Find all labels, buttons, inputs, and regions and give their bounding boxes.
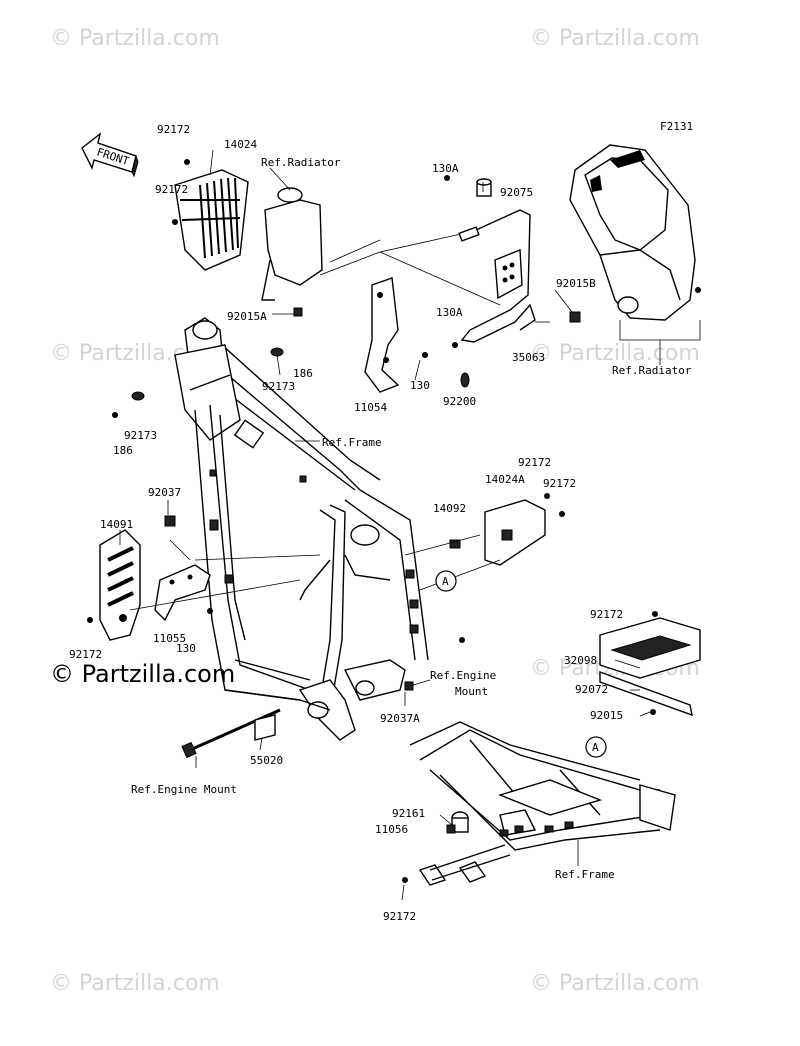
side-cover-14024A	[404, 499, 546, 591]
label-92037A: 92037A	[380, 712, 420, 725]
label-92015: 92015	[590, 709, 623, 722]
label-92172: 92172	[383, 910, 416, 923]
callout-a: A A	[435, 570, 607, 758]
label-92200: 92200	[443, 395, 476, 408]
label-ref-engine-mount: Mount	[455, 685, 488, 698]
label-186: 186	[293, 367, 313, 380]
label-ref-frame: Ref.Frame	[322, 436, 382, 449]
radiator-shroud-right	[569, 144, 701, 365]
label-92015B: 92015B	[556, 277, 596, 290]
watermark: © Partzilla.com	[530, 341, 700, 366]
main-frame	[174, 317, 429, 741]
label-92172: 92172	[543, 477, 576, 490]
label-leaders	[119, 149, 651, 901]
callout-letter: A	[442, 575, 449, 588]
label-14024: 14024	[224, 138, 257, 151]
watermark: © Partzilla.com	[50, 971, 220, 996]
side-cover-14091	[99, 529, 141, 641]
part-labels: 92172 14024 Ref.Radiator 92172 92015A 13…	[69, 123, 692, 923]
label-55020: 55020	[250, 754, 283, 767]
label-130A: 130A	[436, 306, 463, 319]
label-92072: 92072	[575, 683, 608, 696]
bracket-11054	[364, 277, 400, 393]
label-92037: 92037	[148, 486, 181, 499]
label-ref-frame: Ref.Frame	[555, 868, 615, 881]
engine-mount-bolt	[181, 681, 414, 759]
callout-letter: A	[592, 741, 599, 754]
label-92173: 92173	[124, 429, 157, 442]
label-35063: 35063	[512, 351, 545, 364]
bracket-11055	[129, 515, 321, 622]
label-11054: 11054	[354, 401, 387, 414]
label-92161: 92161	[392, 807, 425, 820]
label-11056: 11056	[375, 823, 408, 836]
label-ref-engine-mount: Ref.Engine	[430, 669, 496, 682]
watermark: © Partzilla.com	[50, 26, 220, 51]
label-130: 130	[176, 642, 196, 655]
subframe	[409, 721, 676, 886]
leader-lines	[319, 231, 501, 306]
label-92015A: 92015A	[227, 310, 267, 323]
label-11055: 11055	[153, 632, 186, 645]
radiator-reference	[261, 187, 323, 317]
watermark: © Partzilla.com	[530, 971, 700, 996]
label-92172: 92172	[157, 123, 190, 136]
label-14092: 14092	[433, 502, 466, 515]
label-130: 130	[410, 379, 430, 392]
front-arrow-icon: FRONT	[81, 132, 139, 178]
label-ref-engine-mount: Ref.Engine Mount	[131, 783, 237, 796]
label-32098: 32098	[564, 654, 597, 667]
label-14024A: 14024A	[485, 473, 525, 486]
label-92173: 92173	[262, 380, 295, 393]
label-ref-radiator: Ref.Radiator	[261, 156, 341, 169]
diagram-code: F2131	[660, 120, 693, 133]
label-92172: 92172	[155, 183, 188, 196]
label-92172: 92172	[518, 456, 551, 469]
label-92172: 92172	[69, 648, 102, 661]
watermark: © Partzilla.com	[530, 26, 700, 51]
bracket-35063	[458, 178, 536, 388]
label-92075: 92075	[500, 186, 533, 199]
label-186: 186	[113, 444, 133, 457]
label-14091: 14091	[100, 518, 133, 531]
watermark-dark: © Partzilla.com	[50, 660, 235, 688]
label-ref-radiator: Ref.Radiator	[612, 364, 692, 377]
radiator-shroud-left-14024	[174, 169, 249, 271]
label-130A: 130A	[432, 162, 459, 175]
label-92172: 92172	[590, 608, 623, 621]
bolts	[87, 159, 701, 883]
